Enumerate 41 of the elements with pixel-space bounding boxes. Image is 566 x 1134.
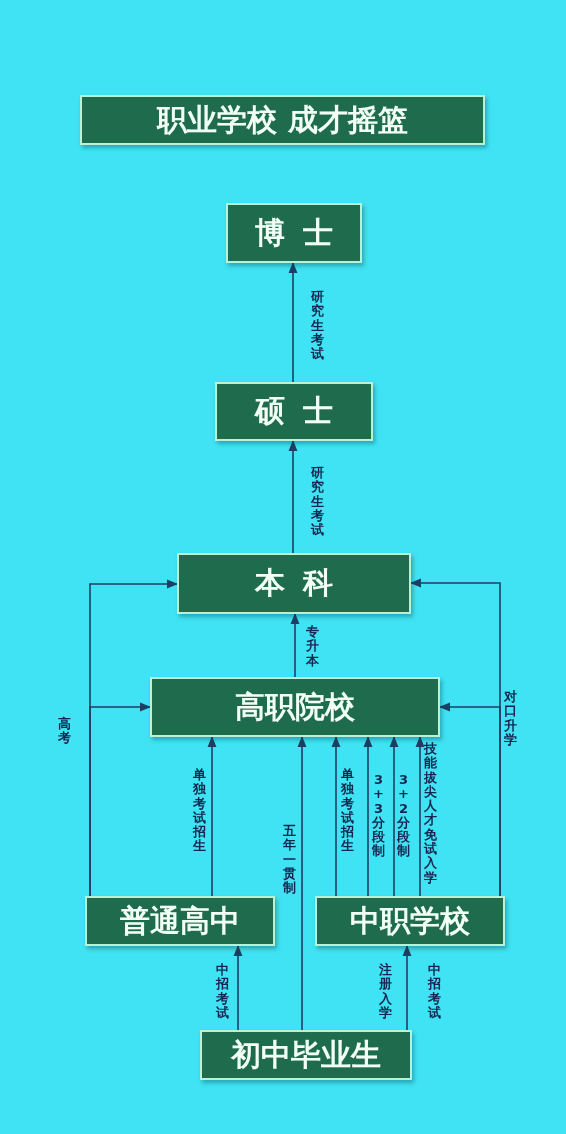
level-box [177, 553, 411, 614]
level-box [85, 896, 275, 946]
level-name: 普通高中 [120, 901, 240, 940]
path-label: 中招考试 [428, 963, 441, 1021]
edge-label: 3+2分段制 [397, 773, 410, 859]
arrow [233, 944, 243, 1031]
edge-label: 注册入学 [379, 963, 392, 1021]
level-name: 中职学校 [350, 901, 470, 940]
arrow [415, 735, 425, 897]
arrow [297, 735, 307, 1031]
level-box [315, 896, 505, 946]
edge-label: 中招考试 [216, 963, 229, 1021]
edge-label: 单独考试招生 [341, 768, 354, 854]
arrow [288, 439, 298, 554]
level-name: 初中毕业生 [231, 1035, 381, 1074]
level-name: 高职院校 [235, 687, 355, 726]
level-box [226, 203, 362, 263]
arrow [288, 261, 298, 383]
edge-label: 单独考试招生 [193, 768, 206, 854]
edge-label: 五年一贯制 [283, 824, 296, 896]
edge-label: 技能拔尖人才免试入学 [424, 742, 437, 885]
level-box [200, 1030, 412, 1080]
level-name: 博士 [255, 213, 351, 252]
edge-label: 3+3分段制 [372, 773, 385, 859]
arrow [389, 735, 399, 897]
edge-label: 对口升学 [504, 690, 517, 748]
level-box [150, 677, 440, 737]
level-name: 硕士 [255, 392, 351, 430]
level-box [215, 382, 373, 441]
edge-label: 高考 [58, 717, 71, 746]
arrow [207, 735, 217, 897]
arrow [402, 944, 412, 1031]
title-banner: 职业学校 成才摇篮 [80, 95, 485, 145]
arrow [290, 612, 300, 678]
edge-label: 研究生考试 [311, 466, 324, 538]
arrow [331, 735, 341, 897]
level-name: 本科 [255, 564, 351, 602]
edge-label: 专升本 [306, 625, 319, 668]
arrow [89, 702, 152, 897]
edge-label: 研究生考试 [311, 290, 324, 362]
arrow [363, 735, 373, 897]
